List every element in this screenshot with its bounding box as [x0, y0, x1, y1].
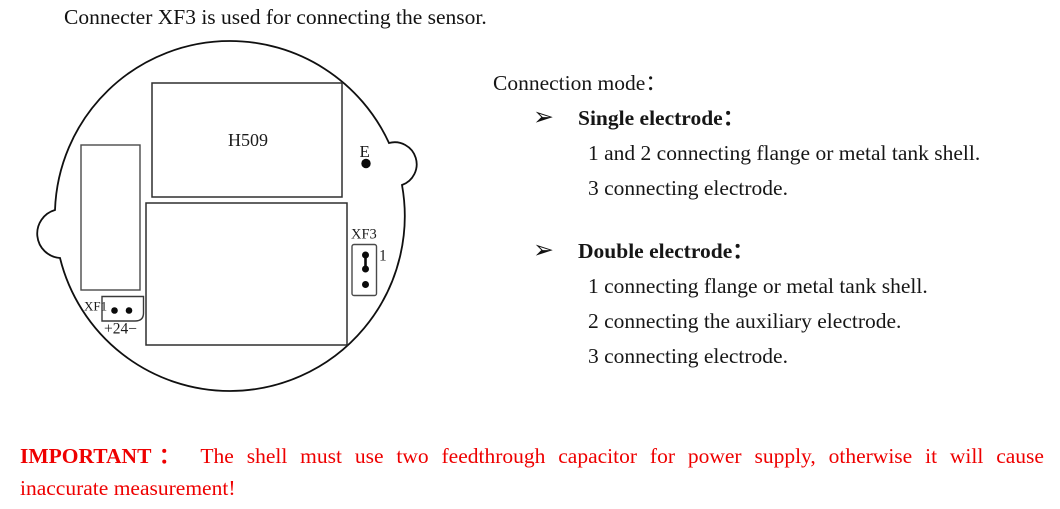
xf1-pin-dot — [125, 307, 133, 314]
sensor-housing-diagram: H509 XF1 +24− E XF3 1 — [36, 40, 418, 392]
important-note-line-2: inaccurate measurement! — [20, 476, 236, 500]
double-electrode-line-3: 3 connecting electrode. — [588, 344, 788, 368]
xf1-pin-dot — [111, 307, 118, 314]
ground-label: E — [360, 142, 370, 161]
double-electrode-heading: Double electrode： — [578, 239, 754, 263]
housing-outline — [36, 40, 418, 392]
important-label: IMPORTANT： — [20, 444, 188, 468]
left-module-rect — [80, 144, 141, 291]
single-electrode-line-1: 1 and 2 connecting flange or metal tank … — [588, 141, 981, 165]
xf3-pin-dot — [362, 281, 369, 288]
xf3-pin-dot — [362, 251, 369, 259]
xf3-label: XF3 — [351, 227, 377, 243]
single-electrode-line-2: 3 connecting electrode. — [588, 176, 788, 200]
ground-dot — [361, 158, 371, 169]
bullet-arrow-icon: ➢ — [533, 235, 554, 264]
main-board-rect — [145, 202, 348, 346]
double-electrode-line-1: 1 connecting flange or metal tank shell. — [588, 274, 928, 298]
xf3-pin-dot — [362, 265, 369, 273]
xf3-pin1-label: 1 — [379, 248, 387, 265]
bullet-arrow-icon: ➢ — [533, 102, 554, 131]
page-title: Connecter XF3 is used for connecting the… — [64, 5, 487, 29]
xf1-connector-box — [101, 295, 145, 322]
board-h509-rect — [151, 82, 343, 198]
connection-mode-heading: Connection mode： — [493, 71, 667, 95]
board-h509-label: H509 — [228, 130, 268, 150]
xf1-label: XF1 — [84, 299, 107, 314]
important-text: The shell must use two feedthrough capac… — [200, 444, 1044, 468]
double-electrode-line-2: 2 connecting the auxiliary electrode. — [588, 309, 902, 333]
important-note-line-1: IMPORTANT： The shell must use two feedth… — [20, 443, 1044, 469]
single-electrode-heading: Single electrode： — [578, 106, 745, 130]
power-label: +24− — [104, 321, 137, 338]
